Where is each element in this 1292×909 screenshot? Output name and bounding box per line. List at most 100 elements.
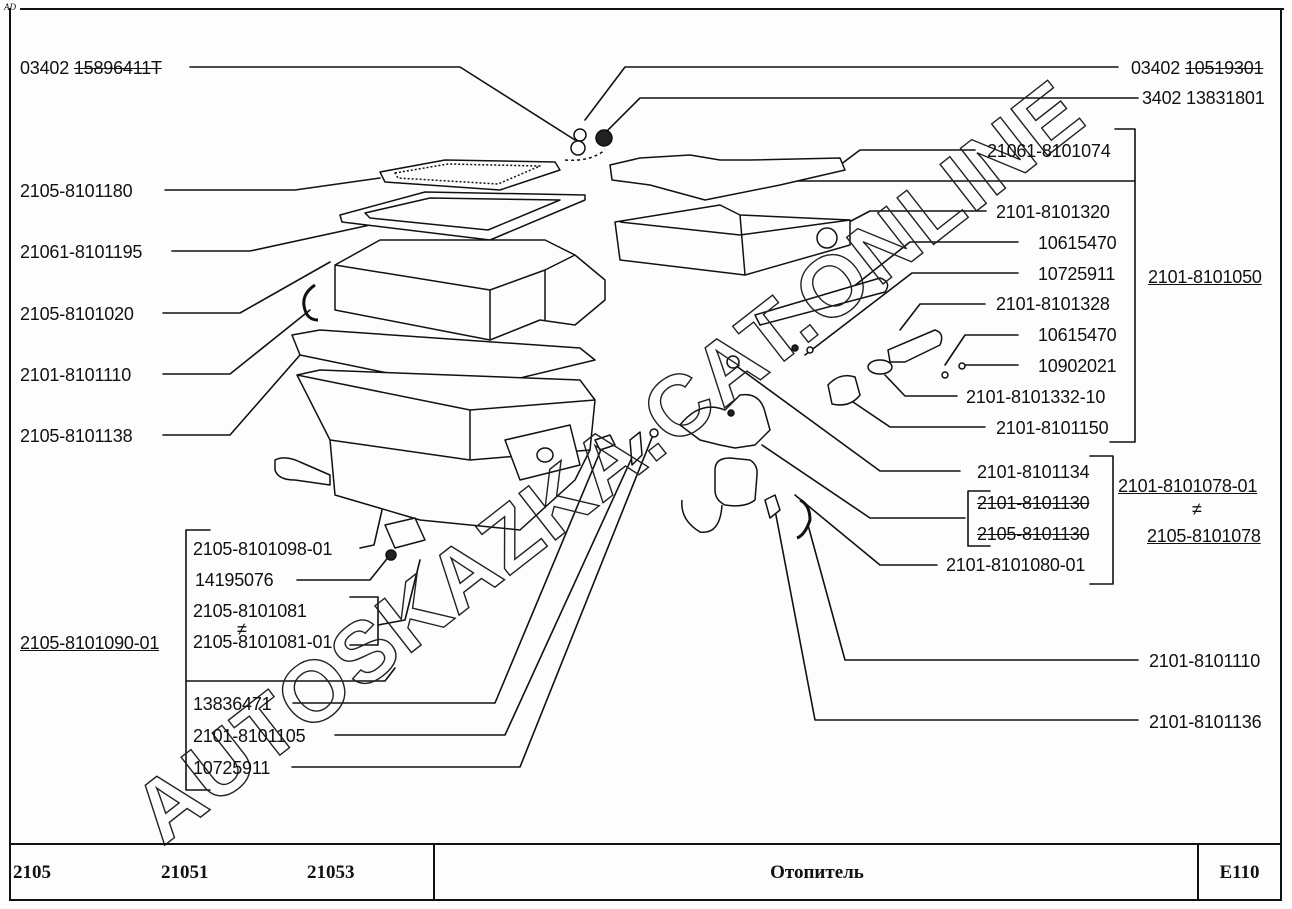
assembly-label[interactable]: 2101-8101078-01 xyxy=(1118,476,1258,496)
part-label[interactable]: 03402 10519301 xyxy=(1131,58,1264,78)
mid-frame-part xyxy=(291,329,596,391)
part-label[interactable]: 03402 15896411T xyxy=(20,58,162,78)
leader-line xyxy=(334,439,641,736)
part-label[interactable]: 2105-8101180 xyxy=(20,181,133,201)
part-label[interactable]: 2101-8101320 xyxy=(996,202,1110,222)
washer-part xyxy=(570,140,586,156)
top-cover-part xyxy=(379,159,561,191)
leader-line xyxy=(162,354,301,436)
leader-line xyxy=(292,439,606,704)
part-label[interactable]: 2105-8101130 xyxy=(977,524,1090,544)
leader-line xyxy=(164,177,381,191)
clip-part xyxy=(796,498,812,540)
part-label[interactable]: 3402 13831801 xyxy=(1142,88,1265,108)
divider xyxy=(1197,845,1199,901)
leader-line xyxy=(829,241,1019,306)
damper-part xyxy=(504,424,581,481)
leader-line xyxy=(774,509,1139,721)
bracket-part xyxy=(384,517,426,549)
rod-part xyxy=(754,277,889,326)
seal-part xyxy=(609,154,846,201)
model-label: 2105 xyxy=(13,862,51,883)
page-title: Отопитель xyxy=(770,862,864,883)
part-label[interactable]: 10615470 xyxy=(1038,233,1117,253)
part-label[interactable]: 2101-8101110 xyxy=(20,365,132,385)
leader-line xyxy=(761,444,966,519)
handle-part xyxy=(887,329,943,363)
part-label[interactable]: 2101-8101134 xyxy=(977,462,1090,482)
bolt-part xyxy=(594,434,616,451)
plate-part xyxy=(867,359,893,375)
part-label[interactable]: 2105-8101098-01 xyxy=(193,539,333,559)
leader-line xyxy=(162,309,311,375)
part-label[interactable]: 13836471 xyxy=(193,694,272,714)
group-bracket xyxy=(185,529,211,791)
washer-part xyxy=(573,128,587,142)
leader-line xyxy=(171,224,371,252)
part-label[interactable]: 2101-8101130 xyxy=(977,493,1090,513)
page-code: E110 xyxy=(1219,862,1260,883)
part-label[interactable]: 2101-8101150 xyxy=(996,418,1109,438)
leader-line xyxy=(807,524,1139,661)
part-label[interactable]: 2101-8101110 xyxy=(1149,651,1261,671)
part-label[interactable]: 21061-8101195 xyxy=(20,242,143,262)
corner-mark: AD xyxy=(4,2,16,12)
leader-line xyxy=(899,303,986,331)
pin-part xyxy=(791,344,799,352)
part-label[interactable]: 10725911 xyxy=(1038,264,1116,284)
leader-line xyxy=(794,494,938,566)
leader-line xyxy=(291,429,656,768)
dashed-link xyxy=(564,149,606,162)
assembly-label[interactable]: 2101-8101050 xyxy=(1148,267,1262,287)
clip-part xyxy=(764,494,781,519)
assembly-label[interactable]: 2105-8101090-01 xyxy=(20,633,160,653)
part-label[interactable]: 2101-8101136 xyxy=(1149,712,1262,732)
leader-line xyxy=(584,66,1119,121)
leader-line xyxy=(884,374,958,397)
leader-line xyxy=(162,261,331,314)
group-bracket xyxy=(967,490,991,547)
part-label[interactable]: 2101-8101332-10 xyxy=(966,387,1106,407)
part-label[interactable]: 2105-8101138 xyxy=(20,426,133,446)
leader-line xyxy=(804,272,1019,356)
model-label: 21051 xyxy=(161,862,209,883)
leader-line xyxy=(944,334,1019,366)
part-label[interactable]: 2101-8101328 xyxy=(996,294,1110,314)
part-label[interactable]: 14195076 xyxy=(195,570,274,590)
lever-part xyxy=(274,457,331,486)
part-label[interactable]: 21061-8101074 xyxy=(987,141,1111,161)
leader-line xyxy=(359,509,383,549)
motor-part xyxy=(714,457,758,507)
assembly-label[interactable]: 2105-8101078 xyxy=(1147,526,1261,546)
leader-line xyxy=(296,554,391,581)
part-label[interactable]: 2101-8101080-01 xyxy=(946,555,1086,575)
leader-line xyxy=(839,149,976,166)
leader-line xyxy=(607,97,1139,131)
group-bracket xyxy=(185,667,396,682)
group-bracket xyxy=(1089,455,1114,585)
part-label[interactable]: 2105-8101020 xyxy=(20,304,134,324)
not-equal-sign: ≠ xyxy=(1192,499,1202,519)
group-bracket xyxy=(1109,128,1136,443)
part-label[interactable]: 2105-8101081-01 xyxy=(193,632,333,652)
radiator-part xyxy=(614,204,851,276)
leader-line xyxy=(849,399,986,428)
part-label[interactable]: 10902021 xyxy=(1038,356,1117,376)
not-equal-sign: ≠ xyxy=(237,619,247,639)
frame-top-line xyxy=(20,8,1284,10)
clip-part xyxy=(629,431,643,466)
model-label: 21053 xyxy=(307,862,355,883)
part-label[interactable]: 2101-8101105 xyxy=(193,726,306,746)
part-label[interactable]: 2105-8101081 xyxy=(193,601,307,621)
leader-line xyxy=(349,596,379,646)
valve-part xyxy=(827,374,861,406)
nut-part xyxy=(595,129,613,147)
grommet-part xyxy=(726,355,740,369)
page-frame xyxy=(9,8,1282,901)
title-block: 2105 21051 21053 Отопитель E110 xyxy=(9,843,1282,901)
part-label[interactable]: 10725911 xyxy=(193,758,271,778)
divider xyxy=(433,845,435,901)
leader-line xyxy=(734,364,961,472)
part-label[interactable]: 10615470 xyxy=(1038,325,1117,345)
